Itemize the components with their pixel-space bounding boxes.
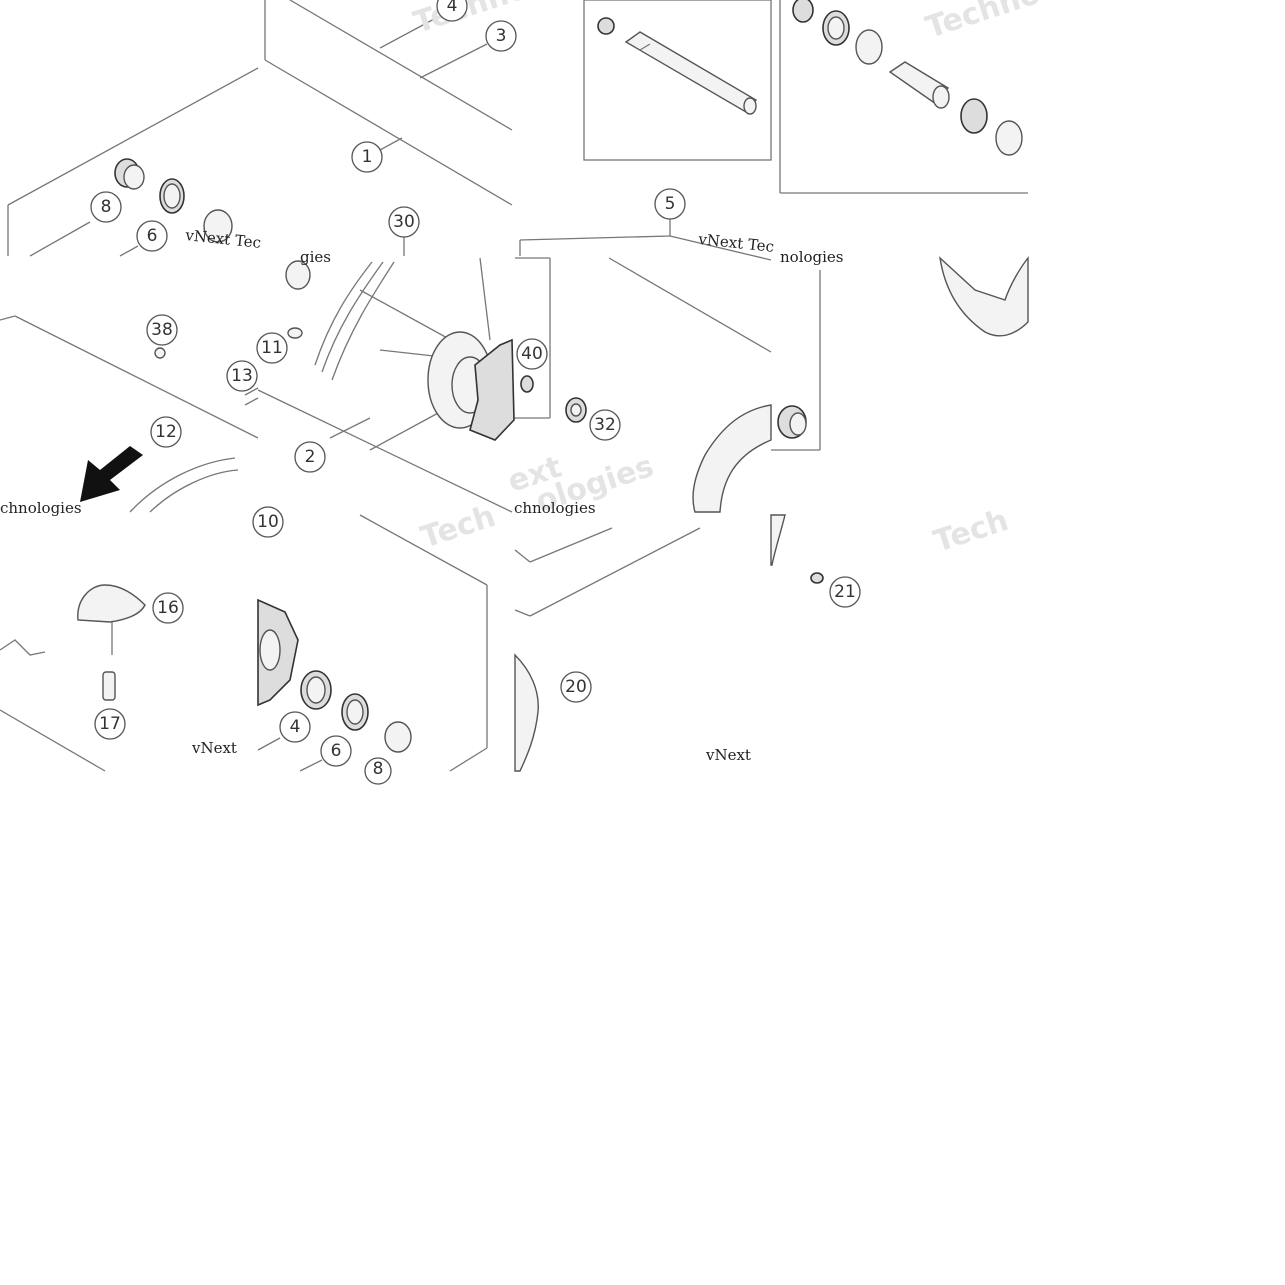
callout-32: 32	[589, 409, 621, 441]
callout-label: 20	[565, 677, 587, 697]
callout-4-bottom: 4	[279, 711, 311, 743]
bearing-parts-top-left	[114, 158, 233, 243]
frame-lines-top-left	[7, 0, 513, 257]
callout-label: 11	[261, 338, 283, 358]
watermark-text: vNext Tec	[184, 226, 262, 252]
wheel-rim-hub	[154, 257, 534, 441]
callout-label: 4	[290, 717, 301, 737]
watermark-text: Techno	[922, 0, 1045, 46]
front-rim-partial	[129, 457, 239, 513]
callout-16: 16	[152, 592, 184, 624]
callout-38: 38	[146, 314, 178, 346]
spacer-box	[779, 0, 1028, 194]
callout-13: 13	[226, 360, 258, 392]
brake-disc-top-right	[938, 256, 1029, 337]
frame-lines-middle	[0, 218, 821, 513]
callout-40: 40	[516, 338, 548, 370]
watermark-text: gies	[300, 248, 331, 266]
callout-label: 30	[393, 212, 415, 232]
watermark-text: Tech	[417, 499, 500, 556]
callout-12: 12	[150, 416, 182, 448]
callout-label: 10	[257, 512, 279, 532]
callout-label: 21	[834, 582, 856, 602]
callout-label: 4	[447, 0, 458, 16]
watermark-text: nologies	[780, 248, 844, 266]
callout-6-top: 6	[136, 220, 168, 252]
bearing-32	[565, 397, 587, 423]
watermark-text: chnologies	[0, 499, 82, 517]
callout-4-top: 4	[436, 0, 468, 22]
callout-17: 17	[94, 708, 126, 740]
callout-label: 6	[147, 226, 158, 246]
watermark-text: chnologies	[514, 499, 596, 517]
watermarks: Techno Techno vNext Tec vNext Tec gies n…	[0, 0, 1045, 764]
callout-label: 12	[155, 422, 177, 442]
callout-label: 2	[305, 447, 316, 467]
callout-8-top: 8	[90, 191, 122, 223]
grease-tool	[0, 584, 146, 701]
watermark-text: vNext	[191, 739, 237, 757]
watermark-text: Tech	[930, 503, 1013, 560]
arrow-pointer	[80, 446, 143, 502]
axle-box	[583, 0, 772, 161]
callout-10: 10	[252, 506, 284, 538]
callout-label: 32	[594, 415, 616, 435]
callout-label: 1	[362, 147, 373, 167]
brake-disc-bottom	[514, 514, 824, 772]
callout-20: 20	[560, 671, 592, 703]
callouts: 4 3 1 8 6 30 5 38 11 13 40 12 2 32 16 17…	[90, 0, 861, 785]
frame-lines-bottom	[0, 514, 701, 772]
callout-label: 17	[99, 714, 121, 734]
callout-6-bottom: 6	[320, 735, 352, 767]
callout-label: 6	[331, 741, 342, 761]
callout-5: 5	[654, 188, 686, 220]
callout-11: 11	[256, 332, 288, 364]
callout-30: 30	[388, 206, 420, 238]
callout-8-bottom: 8	[364, 757, 392, 785]
callout-3: 3	[485, 20, 517, 52]
callout-label: 3	[496, 26, 507, 46]
brake-disc-rear	[692, 404, 807, 513]
callout-2: 2	[294, 441, 326, 473]
front-hub-bottom	[257, 598, 412, 753]
callout-label: 38	[151, 320, 173, 340]
callout-21: 21	[829, 576, 861, 608]
callout-label: 13	[231, 366, 253, 386]
callout-label: 8	[101, 197, 112, 217]
callout-label: 8	[373, 759, 384, 779]
callout-1: 1	[351, 141, 383, 173]
watermark-text: vNext	[705, 746, 751, 764]
callout-label: 40	[521, 344, 543, 364]
callout-label: 16	[157, 598, 179, 618]
callout-label: 5	[665, 194, 676, 214]
